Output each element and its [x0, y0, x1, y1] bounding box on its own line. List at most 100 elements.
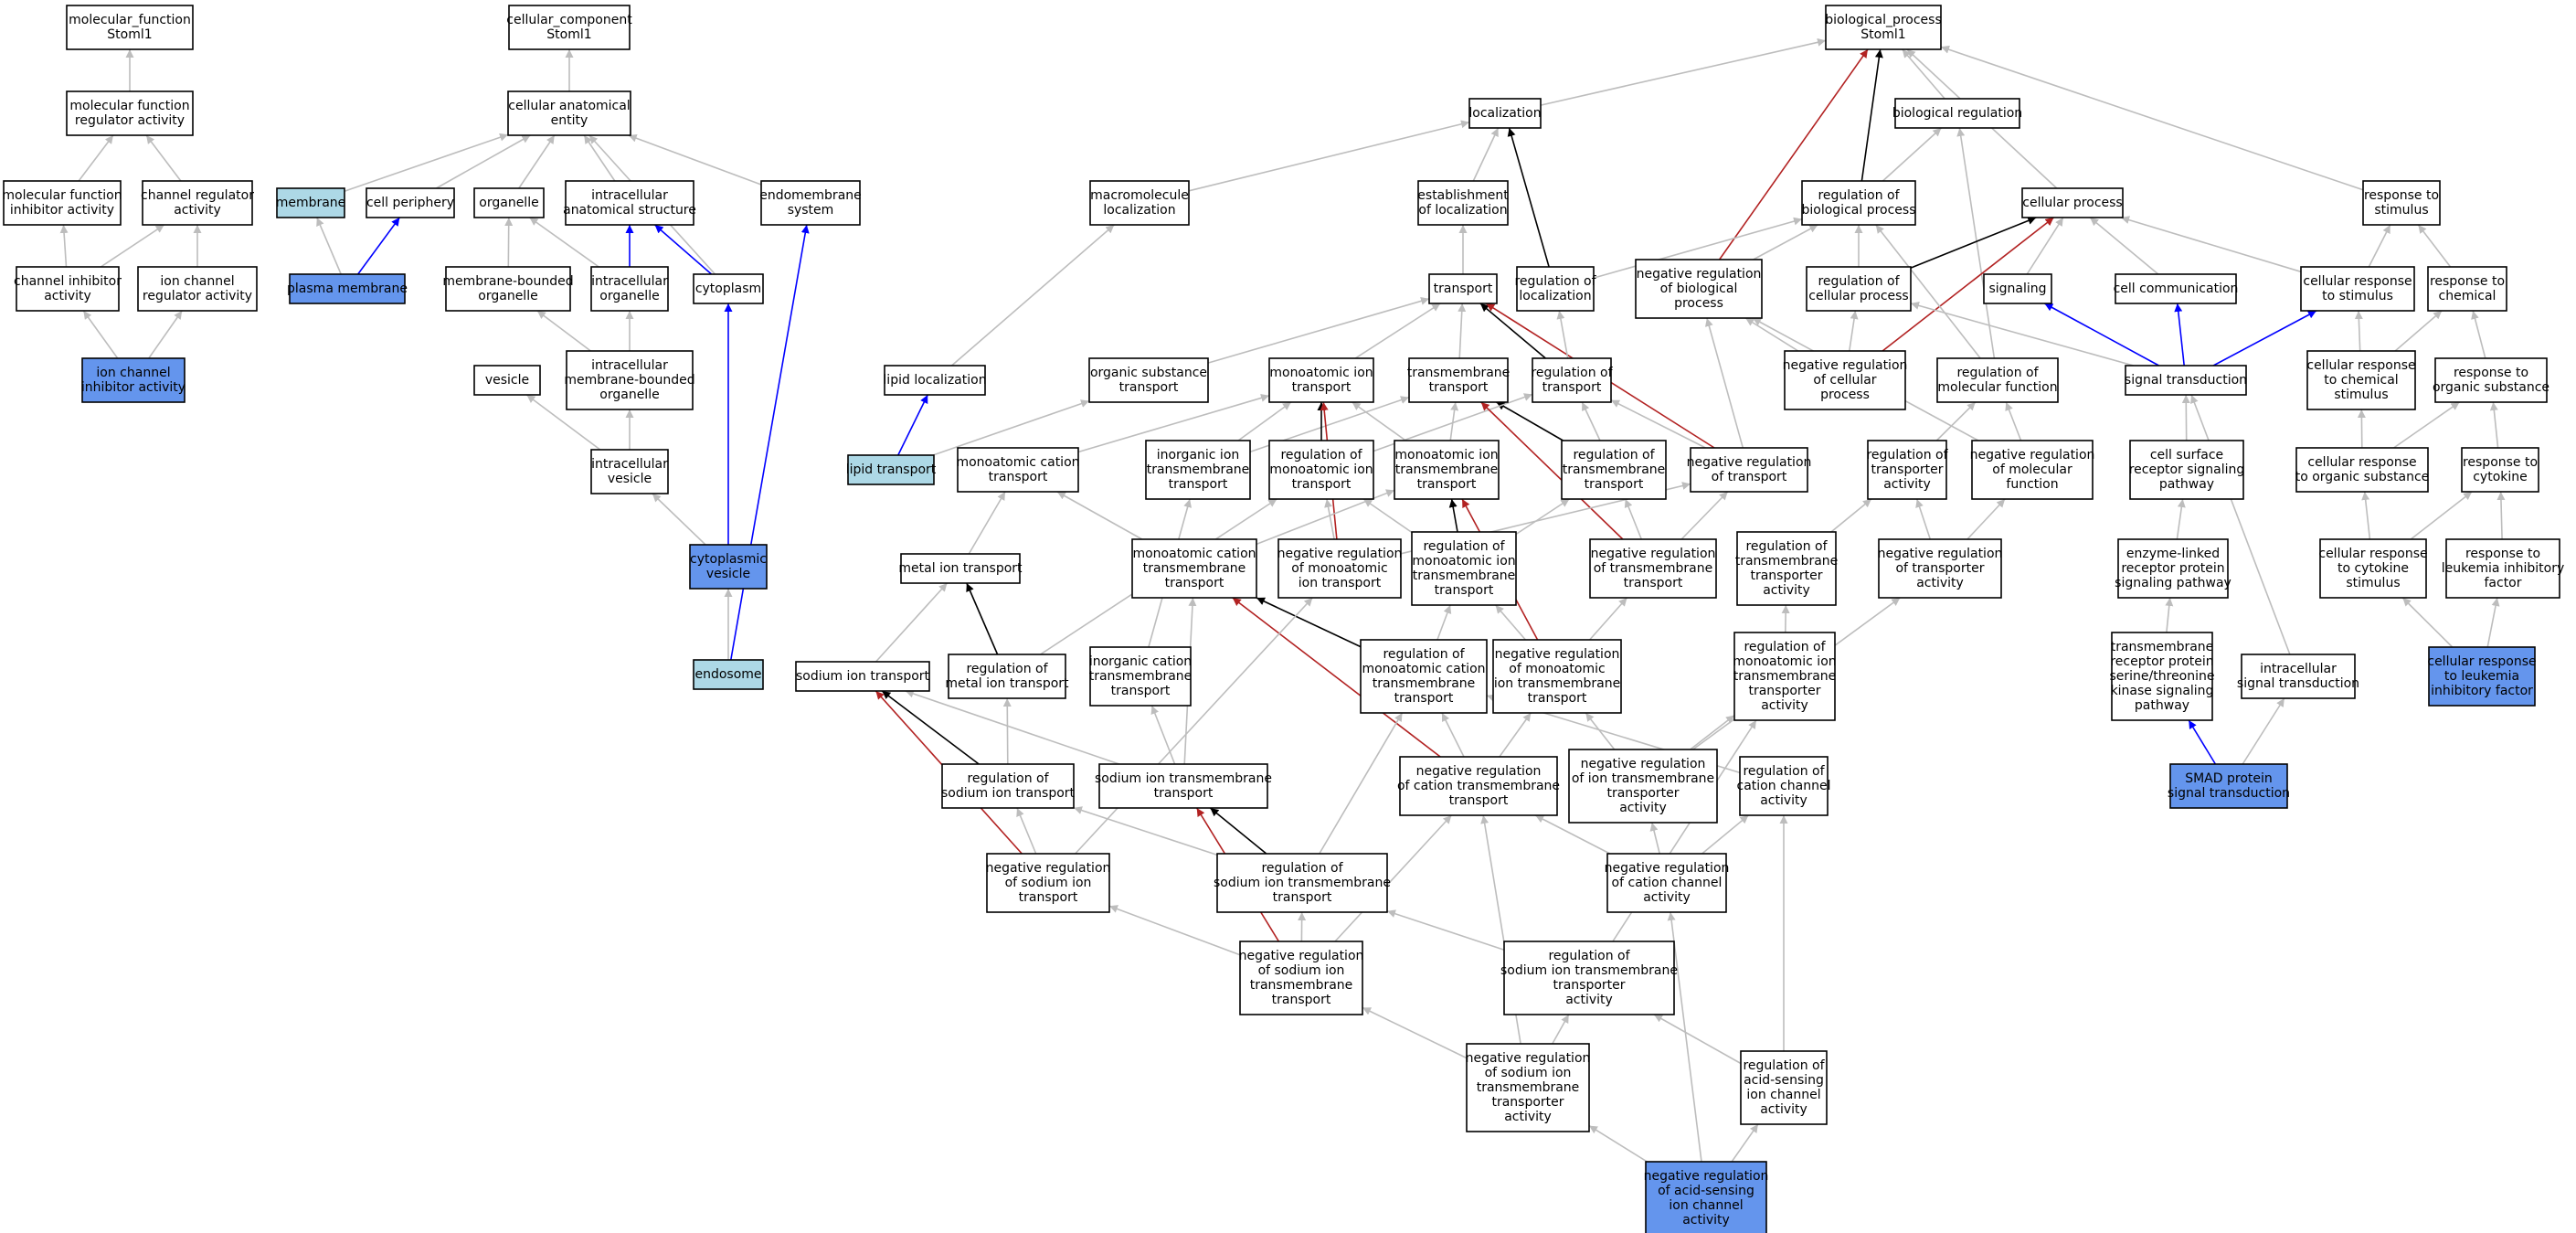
node-label-line: vesicle — [608, 472, 652, 486]
node-cell-periph[interactable]: cell periphery — [366, 187, 455, 218]
node-reg-tm-transporter-act[interactable]: regulation oftransmembranetransporteract… — [1735, 531, 1839, 606]
node-organelle[interactable]: organelle — [473, 187, 545, 218]
node-localization[interactable]: localization — [1468, 98, 1542, 129]
node-label-line: activity — [1760, 1102, 1807, 1117]
node-bio-reg[interactable]: biological regulation — [1892, 98, 2022, 129]
node-metal-ion-trans[interactable]: metal ion transport — [898, 553, 1023, 584]
node-lipid-trans[interactable]: lipid transport — [846, 454, 937, 485]
node-label-line: transmembrane — [2111, 640, 2214, 654]
node-endosome[interactable]: endosome — [693, 659, 764, 690]
node-signaling[interactable]: signaling — [1983, 273, 2052, 304]
node-sodium-ion-trans[interactable]: sodium ion transport — [795, 661, 930, 692]
node-cell-comm[interactable]: cell communication — [2114, 273, 2239, 304]
node-membrane[interactable]: membrane — [276, 187, 346, 218]
node-label-line: transport — [1542, 380, 1602, 395]
node-plasma-mem[interactable]: plasma membrane — [287, 273, 408, 304]
node-sig-trans[interactable]: signal transduction — [2125, 365, 2247, 396]
node-transport[interactable]: transport — [1428, 273, 1498, 304]
node-cell-proc[interactable]: cellular process — [2021, 187, 2124, 218]
node-label-line: Stoml1 — [1860, 27, 1905, 42]
node-lipid-loc[interactable]: lipid localization — [883, 365, 987, 396]
edge-neg_reg_bio_proc-to-reg_bio_proc — [1753, 224, 1818, 260]
node-vesicle[interactable]: vesicle — [473, 365, 541, 396]
node-cytoplasm[interactable]: cytoplasm — [693, 273, 764, 304]
